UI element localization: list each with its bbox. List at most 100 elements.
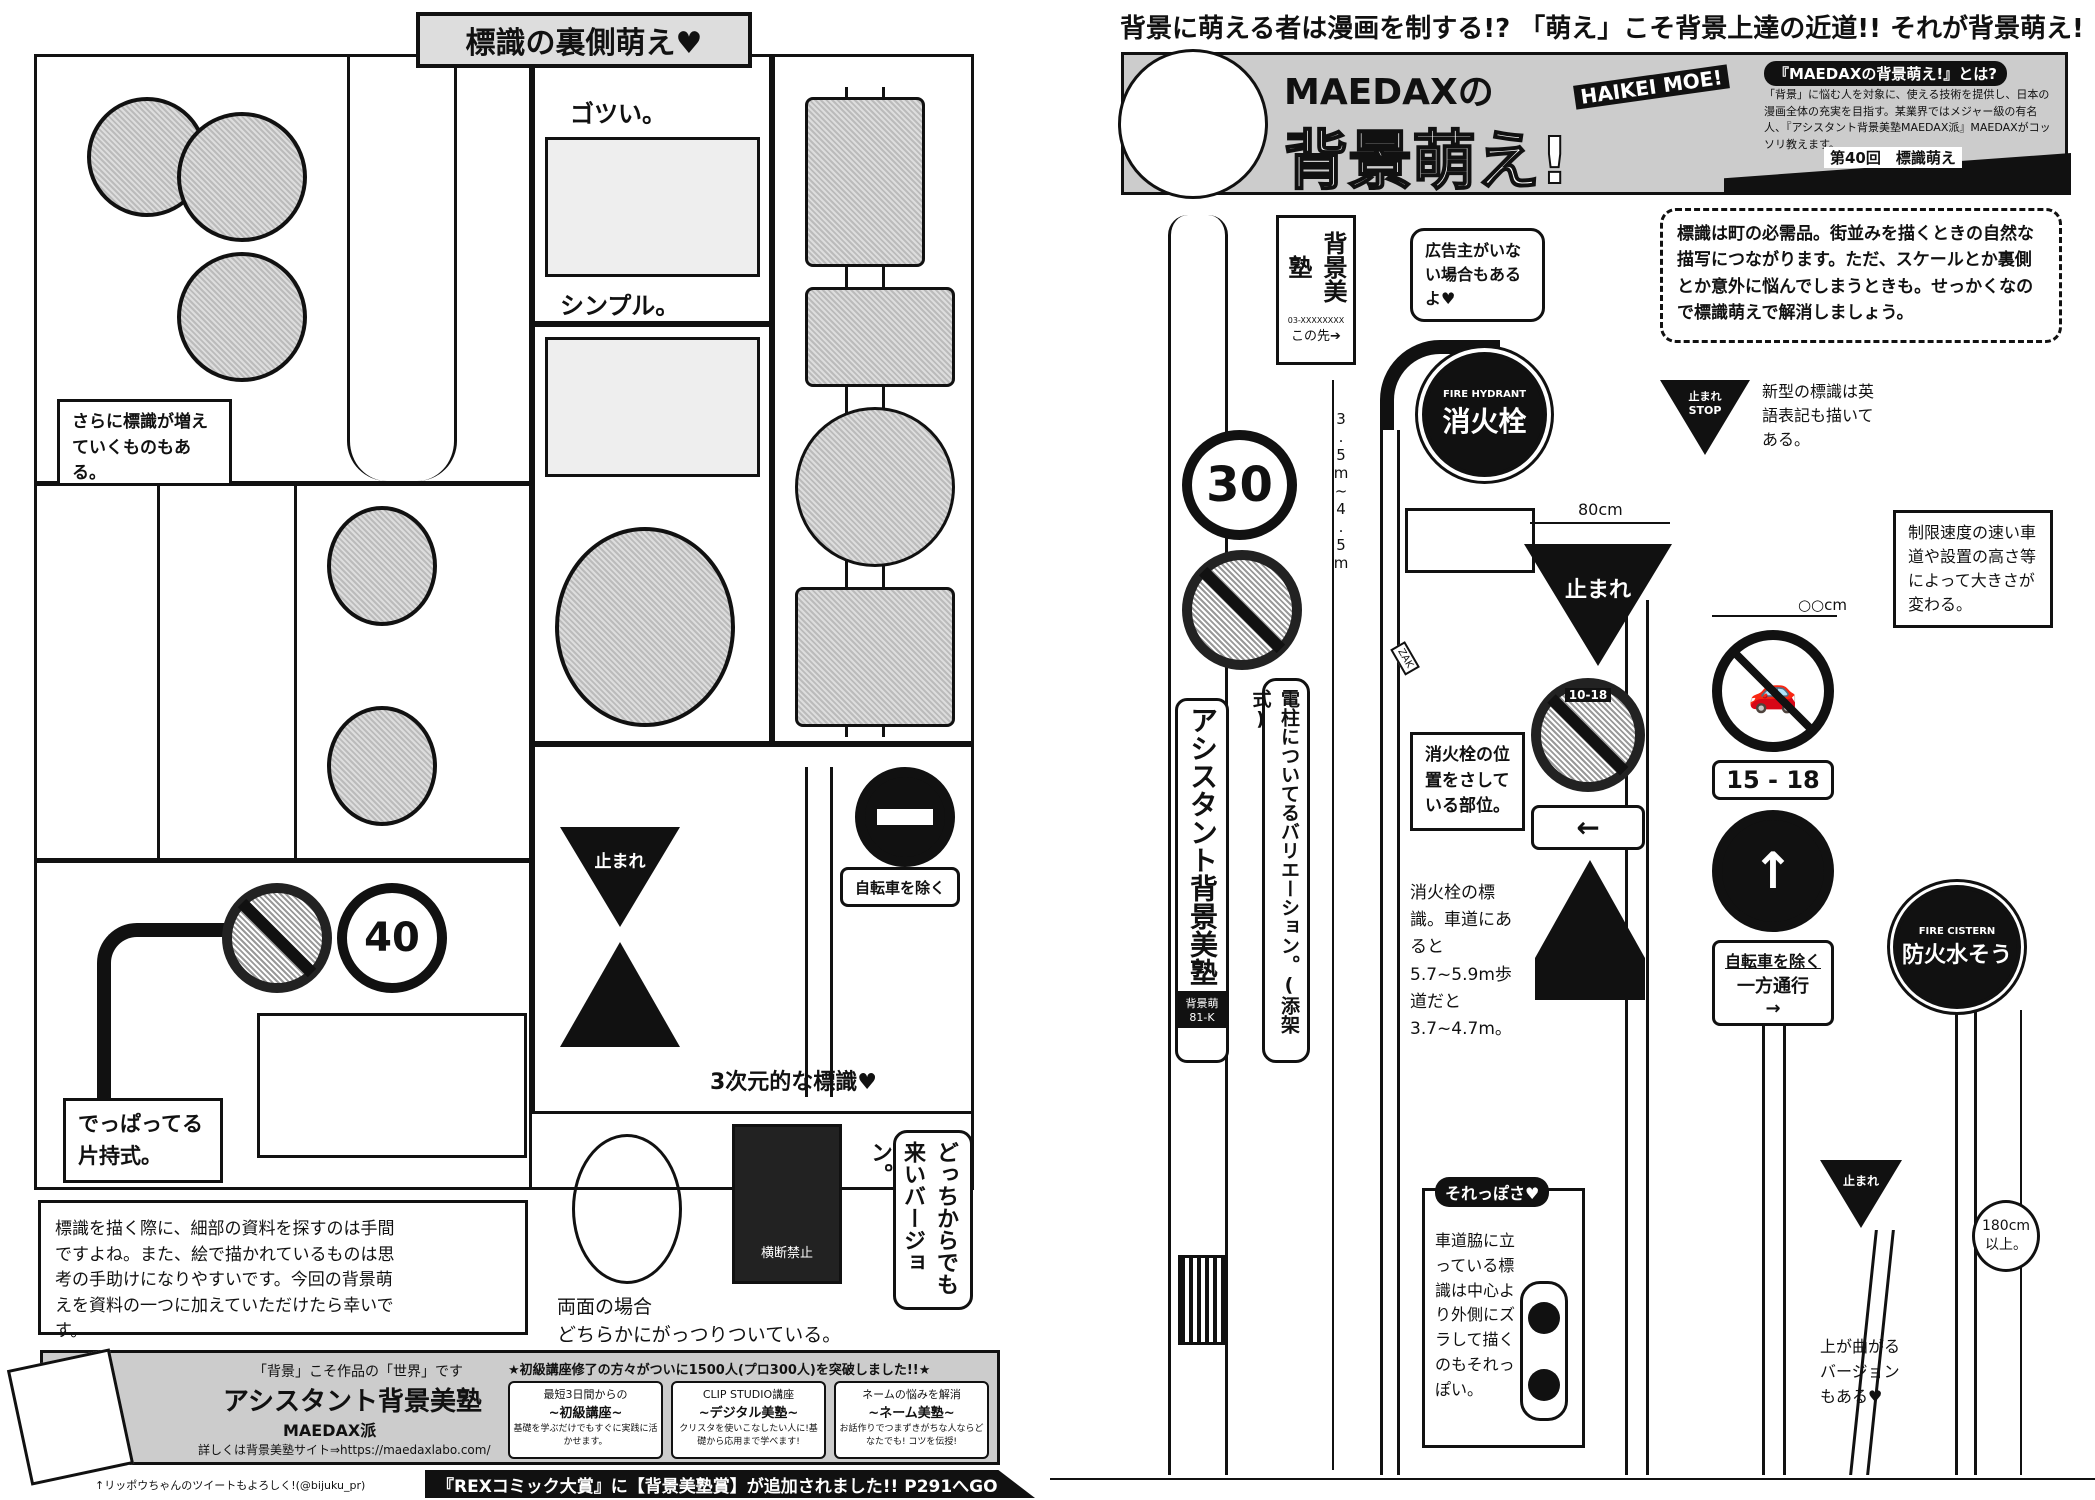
dimension-line [1332,380,1334,1470]
ad-brand: MAEDAX派 [283,1421,377,1440]
speed-limit-sign: 40 [337,883,447,993]
no-parking-sign [222,883,332,993]
height-180-label: 180cm以上。 [1972,1200,2040,1272]
pole-illustration [157,486,297,858]
ground-line [1050,1478,2095,1480]
plate-back [805,287,955,387]
time-no-parking-sign: 10-18 [1531,678,1645,792]
caption-double-sided-2: どちらかにがっつりついている。 [557,1324,842,1346]
sign-back-illustration [555,527,735,727]
plate-back [795,587,955,727]
course-list: 最短3日間からの~初級講座~基礎を学ぶだけでもすぐに実践に活かせます。 CLIP… [508,1381,989,1459]
sign-back-illustration [177,112,307,242]
left-page: 標識の裏側萌え♥ さらに標識が増えていくものもある。 40 でっぱってる片持式。… [0,0,1045,1500]
pole-step-plate [1178,1255,1226,1345]
panel-3d-signs: 自転車を除く 止まれ 3次元的な標識♥ [532,744,974,1114]
bracket-detail [545,137,760,277]
bicycle-oneway-plate: 自転車を除く一方通行→ [1712,940,1834,1026]
speed-30-sign: 30 [1182,430,1297,540]
dimension-line [1712,615,1837,617]
small-tomare-sign: 止まれ [1820,1160,1902,1228]
panel-gotsui: ゴツい。 シンプル。 [532,54,772,324]
page-headline: 背景に萌える者は漫画を制する!? 「萌え」こそ背景上達の近道!! それが背景萌え… [1120,14,2084,44]
rex-award-banner[interactable]: 『REXコミック大賞』に【背景美塾賞】が追加されました!! P291へGO [425,1470,1035,1498]
no-cars-sign: 🚗 [1712,630,1834,752]
no-parking-sign [1182,550,1302,670]
caption-both-sides: どっちからでも来いバージョン。 [867,1130,973,1310]
episode-label: 第40回 標識萌え [1824,147,1962,168]
course-card[interactable]: ネームの悩みを解消~ネーム美塾~お話作りでつまずきがちな人ならどなたでも! コツ… [834,1381,989,1459]
series-header: MAEDAXの 背景萌え! HAIKEI MOE! 『MAEDAXの背景萌え!』… [1118,49,2071,200]
tomare-sign: 止まれ [1524,544,1672,666]
sign-pole [1762,1020,1786,1475]
panel-multiple-signs: さらに標識が増えていくものもある。 [34,54,532,498]
ad-sign: 背景美塾 03-XXXXXXXX この先➔ [1276,215,1356,365]
maedax-avatar [1118,49,1268,199]
direction-arrow-sign: ↑ [1712,810,1834,932]
hydrant-height-note: 消火栓の標識。車道にあると5.7~5.9m歩道だと3.7~4.7m。 [1410,883,1512,1039]
panel-signs-on-pole [34,483,532,861]
ad-site-link[interactable]: 詳しくは背景美塾サイト⇒https://maedaxlabo.com/ [198,1443,491,1457]
ad-box: 「背景」こそ作品の「世界」です アシスタント背景美塾 MAEDAX派 詳しくは背… [6,1348,1000,1486]
panel-stacked-plates [772,54,974,744]
about-text: 「背景」に悩む人を対象に、使える技術を提供し、日本の漫画全体の充実を目指す。某業… [1764,88,2051,151]
no-entry-sign [855,767,955,867]
panel-cantilever: 40 でっぱってる片持式。 [34,860,532,1190]
ad-headline: ★初級講座修了の方々がついに1500人(プロ300人)を突破しました!!★ [508,1363,931,1378]
blank-ad-plate [1405,508,1535,573]
hydrant-pole [1380,430,1400,1475]
width-80cm-label: 80cm [1578,500,1623,519]
series-romaji: HAIKEI MOE! [1573,64,1730,110]
sign-back-illustration [327,706,437,826]
realistic-box: それっぽさ♥ 車道脇に立っている標識は中心より外側にズラして描くのもそれっぽい。 [1422,1177,1585,1448]
crossing-sign [560,942,680,1047]
left-title: 標識の裏側萌え♥ [416,12,752,68]
brand-name: MAEDAXの [1284,72,1494,113]
bicycle-plate: 自転車を除く [840,867,960,907]
pole-illustration [347,57,457,481]
hours-plate: 15 - 18 [1712,760,1834,800]
series-logo: 背景萌え! [1283,124,1570,200]
dimension-line [1530,522,1670,524]
caption-3d: 3次元的な標識♥ [710,1070,878,1095]
bent-note: 上が曲がるバージョンもある♥ [1820,1337,1901,1406]
ad-tagline: 「背景」こそ作品の「世界」です [253,1364,463,1380]
caption-double-sided-1: 両面の場合 [557,1296,653,1318]
plate-back [795,407,955,567]
course-card[interactable]: 最短3日間からの~初級講座~基礎を学ぶだけでもすぐに実践に活かせます。 [508,1381,663,1459]
tomare-sign: 止まれ [560,827,680,927]
caption-gotsui: ゴツい。 [570,100,666,128]
realistic-title: それっぽさ♥ [1435,1177,1550,1207]
sign-back-illustration [177,252,307,382]
twitter-note: ↑リッポウちゃんのツイートもよろしく!(@bijuku_pr) [95,1479,366,1492]
ad-school-name: アシスタント背景美塾 [223,1387,482,1417]
intro-box: 標識は町の必需品。街並みを描くときの自然な描写につながります。ただ、スケールとか… [1660,208,2062,343]
inset-sign-backs [257,1013,527,1158]
new-sign-note: 新型の標識は英語表記も描いてある。 [1762,382,1875,449]
double-sided-sign [572,1134,682,1284]
pole-variation-note: 電柱についてるバリエーション。(添架式) [1250,678,1310,1063]
right-page: 背景に萌える者は漫画を制する!? 「萌え」こそ背景上達の近道!! それが背景萌え… [1050,0,2095,1500]
caption-cantilever: でっぱってる片持式。 [63,1098,223,1183]
sign-back-illustration [327,506,437,626]
left-arrow-plate: ← [1531,805,1645,850]
no-sponsor-bubble: 広告主がいない場合もあるよ♥ [1410,228,1545,322]
hydrant-position-note: 消火栓の位置をさしている部位。 [1410,732,1525,831]
height-label-3-5m: 3.5m~4.5m [1332,410,1350,572]
mascot-rippou [6,1348,135,1486]
course-card[interactable]: CLIP STUDIO講座~デジタル美塾~クリスタを使いこなしたい人に!基礎から… [671,1381,826,1459]
speed-size-note: 制限速度の速い車道や設置の高さ等によって大きさが変わる。 [1893,510,2053,628]
width-oo-label: ○○cm [1797,596,1848,614]
pole-ad-banner: アシスタント背景美塾 背景萌81-K [1175,698,1229,1063]
author-note: 標識を描く際に、細部の資料を探すのは手間ですよね。また、絵で描かれているものは思… [38,1200,528,1341]
about-title: 『MAEDAXの背景萌え!』とは? [1764,61,2007,86]
pole-illustration [805,767,833,1097]
panel-simple [532,324,772,744]
realistic-text: 車道脇に立っている標識は中心より外側にズラして描くのもそれっぽい。 [1435,1231,1516,1399]
traffic-light-illustration [1520,1281,1568,1421]
plate-back [805,97,925,267]
caption-simple: シンプル。 [560,292,680,320]
